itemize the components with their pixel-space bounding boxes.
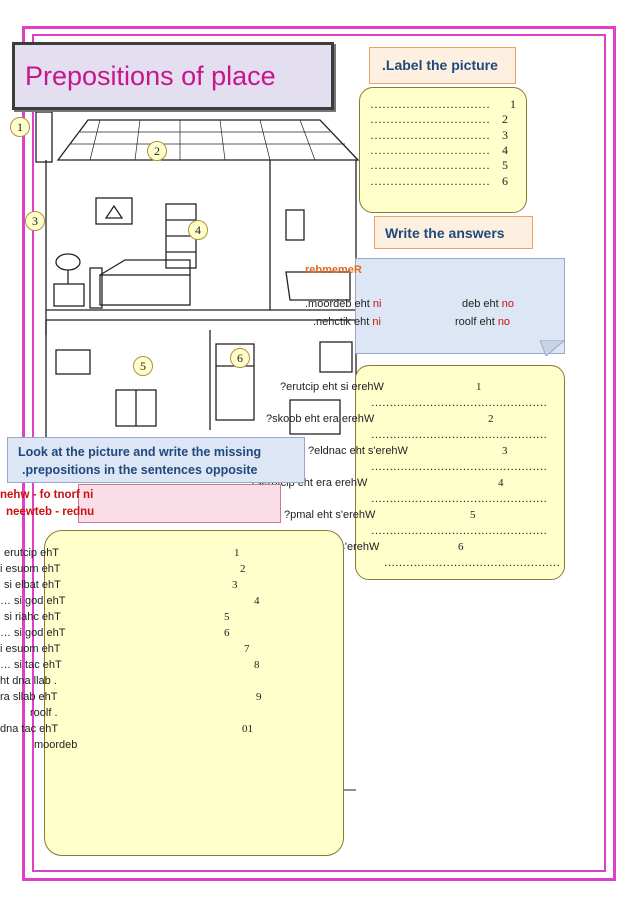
sentence-text: roolf . (30, 707, 58, 719)
word-bank-box (78, 484, 281, 523)
answers-heading-box: Write the answers (374, 216, 533, 249)
sentence-text: moordeb (34, 739, 78, 751)
label-line[interactable]: …………………………5 (370, 158, 508, 172)
page-fold-icon (540, 340, 565, 356)
sentence-number: 8 (254, 659, 260, 671)
label-heading-box: .Label the picture (369, 47, 516, 84)
sentences-box (44, 530, 344, 856)
picture-number-badge: 5 (133, 356, 153, 376)
sentence-text: ra sllab ehT (0, 691, 58, 703)
sentence-text: i esuom ehT (0, 563, 61, 575)
question-text: ?pmal eht s'erehW (284, 509, 376, 521)
question-text: ?skoob eht era erehW (266, 413, 375, 425)
word-bank-line: neewteb - rednu (6, 506, 95, 518)
picture-number-badge: 3 (25, 211, 45, 231)
sentence-number: 6 (224, 627, 230, 639)
sentence-text: i esuom ehT (0, 643, 61, 655)
sentence-text: … si tac ehT (0, 659, 62, 671)
sentence-text: si riahc ehT (4, 611, 61, 623)
question-number: 5 (470, 509, 476, 521)
instruction-line: .prepositions in the sentences opposite (22, 463, 258, 477)
sentence-number: 01 (242, 723, 253, 735)
remember-row-left: .moordeb eht ni (305, 298, 382, 310)
sentence-number: 9 (256, 691, 262, 703)
remember-box (355, 258, 565, 354)
instruction-line: Look at the picture and write the missin… (18, 445, 262, 459)
picture-number-badge: 2 (147, 141, 167, 161)
label-line[interactable]: …………………………6 (370, 174, 508, 188)
question-text: ?erutcip eht si erehW (280, 381, 384, 393)
sentence-text: erutcip ehT (4, 547, 60, 559)
answer-line[interactable]: ………………………………………… (384, 557, 560, 569)
label-line[interactable]: …………………………2 (370, 112, 508, 126)
word-bank-line: nehw - fo tnorf ni (0, 489, 94, 501)
picture-number-badge: 4 (188, 220, 208, 240)
label-line[interactable]: …………………………1 (370, 97, 516, 111)
sentence-text: … si god ehT (0, 627, 66, 639)
question-number: 2 (488, 413, 494, 425)
remember-row-right: roolf eht no (455, 316, 511, 328)
sentence-text: … si god ehT (0, 595, 66, 607)
title-box: Prepositions of place (12, 42, 334, 110)
answer-line[interactable]: ………………………………………… (371, 493, 547, 505)
sentence-number: 5 (224, 611, 230, 623)
sentence-text: si elbat ehT (4, 579, 61, 591)
label-line[interactable]: …………………………3 (370, 128, 508, 142)
question-number: 3 (502, 445, 508, 457)
question-number: 4 (498, 477, 504, 489)
remember-heading: rebmemeR (305, 264, 362, 276)
sentence-number: 2 (240, 563, 246, 575)
answer-line[interactable]: ………………………………………… (371, 397, 547, 409)
answer-line[interactable]: ………………………………………… (371, 429, 547, 441)
sentence-number: 7 (244, 643, 250, 655)
question-text: ?eldnac eht s'erehW (308, 445, 408, 457)
sentence-text: ht dna llab . (0, 675, 57, 687)
label-line[interactable]: …………………………4 (370, 143, 508, 157)
questions-answer-box (355, 365, 565, 580)
question-number: 6 (458, 541, 464, 553)
label-heading: .Label the picture (382, 57, 498, 73)
sentence-number: 3 (232, 579, 238, 591)
picture-number-badge: 1 (10, 117, 30, 137)
picture-number-badge: 6 (230, 348, 250, 368)
question-number: 1 (476, 381, 482, 393)
page-title: Prepositions of place (25, 61, 276, 91)
answer-line[interactable]: ………………………………………… (371, 461, 547, 473)
answer-line[interactable]: ………………………………………… (371, 525, 547, 537)
remember-row-left: .nehctik eht ni (313, 316, 381, 328)
sentence-number: 4 (254, 595, 260, 607)
instructions-box: Look at the picture and write the missin… (7, 437, 305, 483)
answers-heading: Write the answers (385, 225, 505, 241)
sentence-text: dna tac ehT (0, 723, 59, 735)
label-answer-box: …………………………1 …………………………2 …………………………3 …………… (359, 87, 527, 213)
remember-row-right: deb eht no (462, 298, 515, 310)
sentence-number: 1 (234, 547, 240, 559)
